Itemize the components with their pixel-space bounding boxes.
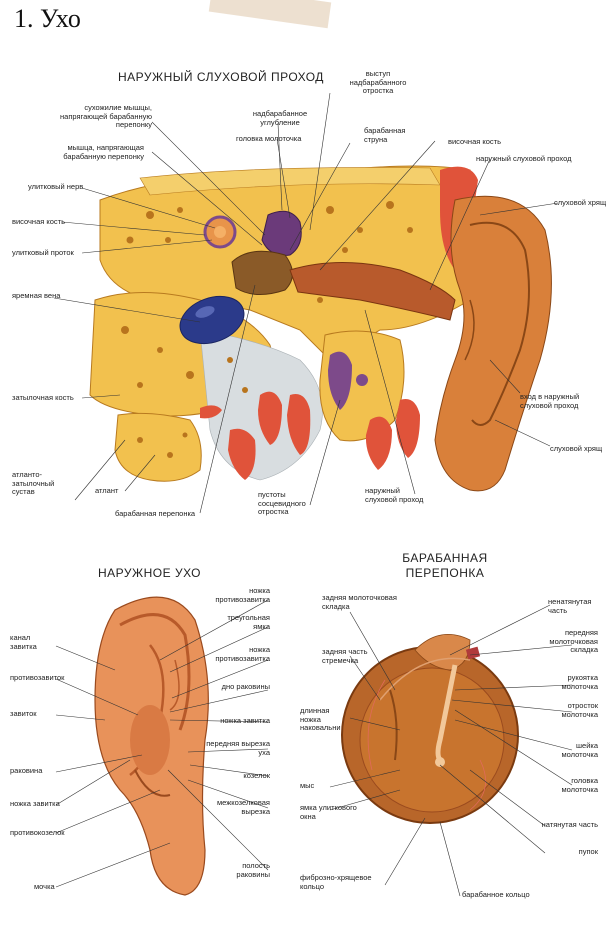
- page-title: 1. Ухо: [14, 4, 81, 33]
- label-pars-tensa: натянутая часть: [541, 820, 598, 829]
- ossicles: [261, 210, 302, 256]
- muscle-lower-5: [396, 399, 420, 458]
- label-helix-crus-right: ножка завитка: [220, 716, 270, 725]
- pars-flaccida: [414, 634, 471, 671]
- label-temporal-bone-left: височная кость: [12, 217, 66, 226]
- label-malleus-neck: шейка молоточка: [561, 741, 598, 759]
- atlas-bone: [114, 412, 202, 482]
- outer-ear-drawing: [94, 596, 209, 896]
- label-antitragus: противокозелок: [10, 828, 65, 837]
- label-cartilage-top: слуховой хрящ: [554, 199, 606, 207]
- label-external-meatus-bottom: наружный слуховой проход: [365, 486, 424, 504]
- jugular-vein: [179, 295, 245, 345]
- label-lobule: мочка: [34, 882, 55, 891]
- label-anterior-fold: передняя молоточковая складка: [549, 628, 598, 654]
- label-long-process-incus: длинная ножка наковальни: [300, 706, 341, 732]
- tympanic-cavity: [231, 250, 293, 295]
- malleus-handle: [435, 664, 458, 762]
- label-anterior-notch: передняя вырезка уха: [206, 739, 270, 757]
- label-tendon: сухожилие мышцы, напрягающей барабанную …: [60, 103, 153, 129]
- label-epitympanic-recess: надбарабанное углубление: [252, 109, 308, 127]
- muscle-lower-2: [258, 391, 282, 445]
- red-fold: [465, 646, 481, 660]
- label-intertragic-notch: межкозелковая вырезка: [216, 798, 270, 816]
- label-lateral-process: отросток молоточка: [561, 701, 598, 719]
- muscle-lower-1: [228, 428, 256, 480]
- label-helix-canal: канал завитка: [10, 633, 37, 651]
- muscle-lower-4: [365, 416, 392, 470]
- label-malleus-head: головка молоточка: [236, 134, 302, 143]
- label-annulus: фиброзно-хрящевое кольцо: [300, 873, 372, 891]
- label-tympanic-ring: барабанное кольцо: [462, 890, 530, 899]
- label-antihelix: противозавиток: [10, 673, 65, 682]
- auricle-section: [434, 195, 552, 492]
- external-canal: [289, 262, 456, 321]
- section-title-outer-ear: НАРУЖНОЕ УХО: [98, 566, 202, 580]
- label-drum-malleus-head: головка молоточка: [561, 776, 598, 794]
- label-pars-flaccida: ненатянутая часть: [548, 597, 592, 615]
- concha: [130, 705, 170, 775]
- label-mastoid-cells: пустоты сосцевидного отростка: [258, 490, 306, 516]
- drum-leaders: [329, 604, 573, 897]
- mastoid-purple: [328, 351, 352, 410]
- canal-leaders: [53, 92, 559, 514]
- section-title-drum: БАРАБАННАЯ ПЕРЕПОНКА: [402, 551, 488, 580]
- label-meatus-entrance: вход в наружный слуховой проход: [520, 392, 580, 410]
- label-cochlear-duct: улитковый проток: [12, 248, 74, 257]
- label-concha-cavity: полость раковины: [236, 861, 270, 879]
- label-helix: завиток: [10, 709, 37, 718]
- muscle-lower-3: [287, 394, 311, 455]
- drum-drawing: [341, 634, 519, 824]
- label-tensor-muscle: мышца, напрягающая барабанную перепонку: [63, 143, 144, 161]
- label-manubrium: рукоятка молоточка: [561, 673, 598, 691]
- label-atlanto-joint: атланто-затылочный сустав: [12, 470, 55, 496]
- muscle-small: [200, 405, 222, 419]
- bone-pores: [121, 201, 413, 458]
- label-cochlear-nerve: улитковый нерв: [28, 182, 84, 191]
- label-temporal-bone-right: височная кость: [448, 137, 502, 146]
- canal-cross-section: [89, 165, 552, 492]
- label-chorda-tympani: барабанная струна: [364, 126, 406, 144]
- label-promontory: мыс: [300, 781, 315, 790]
- label-helix-crus-left: ножка завитка: [10, 799, 60, 808]
- label-external-meatus-top: наружный слуховой проход: [476, 154, 572, 163]
- label-occipital-bone: затылочная кость: [12, 393, 74, 402]
- label-stapes-crus: задняя часть стремечка: [322, 647, 368, 665]
- label-tympanic-membrane: барабанная перепонка: [115, 509, 196, 518]
- label-umbo: пупок: [578, 847, 598, 856]
- label-antihelix-crus: ножка противозавитка: [215, 586, 270, 604]
- section-title-canal: НАРУЖНЫЙ СЛУХОВОЙ ПРОХОД: [118, 70, 324, 84]
- label-antihelix-crura: ножка противозавитка: [215, 645, 270, 663]
- outer-ear-leaders: [55, 599, 269, 888]
- label-round-window: ямка улиткового окна: [300, 803, 357, 821]
- label-tragus: козелок: [243, 771, 270, 780]
- label-triangular-fossa: треугольная ямка: [227, 613, 270, 631]
- label-jugular-vein: яремная вена: [12, 291, 61, 300]
- label-suprameatal-spine: выступ надбарабанного отростка: [349, 69, 407, 95]
- label-concha-floor: дно раковины: [221, 682, 270, 691]
- label-posterior-fold: задняя молоточковая складка: [322, 593, 397, 611]
- label-atlas: атлант: [95, 486, 119, 495]
- label-concha: раковина: [10, 766, 43, 775]
- label-cartilage-bottom: слуховой хрящ: [550, 445, 603, 453]
